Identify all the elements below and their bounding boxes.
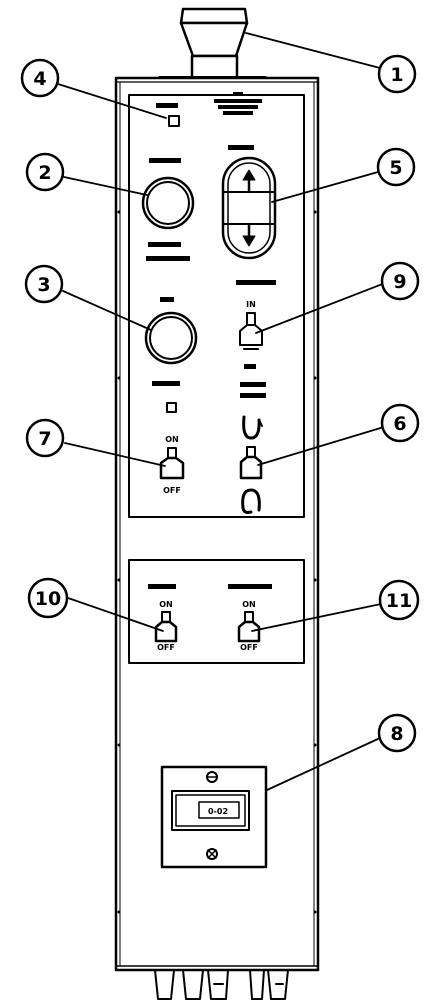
switch-10-off-label: OFF	[157, 643, 175, 652]
callout-6: 6	[380, 403, 420, 443]
counter-readout: 0-02	[208, 807, 228, 816]
callout-1: 1	[377, 54, 417, 94]
indicator-lamp-4	[168, 115, 180, 127]
callout-9: 9	[380, 261, 420, 301]
callout-4: 4	[20, 58, 60, 98]
svg-text:3: 3	[37, 274, 50, 296]
callout-5: 5	[376, 147, 416, 187]
arrow-up-icon	[242, 169, 256, 181]
pendant-housing	[114, 76, 320, 972]
svg-text:6: 6	[393, 413, 406, 435]
toggle-switch-11[interactable]: ON OFF	[237, 600, 261, 652]
mounting-screws	[117, 210, 317, 914]
toggle-switch-7[interactable]: ON OFF	[159, 435, 185, 495]
rotate-cw-icon	[241, 488, 261, 514]
callout-10: 10	[27, 577, 69, 619]
svg-text:10: 10	[35, 588, 61, 610]
switch-9-in-label: IN	[246, 300, 256, 309]
rotate-ccw-icon	[242, 415, 261, 440]
lower-control-panel	[128, 559, 305, 664]
round-button-3[interactable]	[144, 311, 198, 365]
svg-text:4: 4	[33, 68, 46, 90]
callout-leaders	[57, 32, 386, 791]
svg-text:7: 7	[38, 428, 51, 450]
toggle-switch-6[interactable]	[239, 415, 263, 514]
upper-control-panel	[128, 94, 305, 518]
hour-counter-8: 0-02	[160, 765, 268, 869]
indicator-lamp-3	[166, 402, 177, 413]
callout-3: 3	[24, 264, 64, 304]
switch-11-on-label: ON	[242, 600, 256, 609]
switch-10-on-label: ON	[159, 600, 173, 609]
switch-7-on-label: ON	[165, 435, 179, 444]
callout-11: 11	[378, 579, 420, 621]
svg-text:1: 1	[390, 64, 403, 86]
bottom-connectors	[154, 969, 289, 1000]
toggle-switch-10[interactable]: ON OFF	[154, 600, 178, 652]
svg-text:2: 2	[38, 162, 51, 184]
arrow-down-icon	[242, 235, 256, 247]
svg-text:5: 5	[389, 157, 402, 179]
panel-legend-marks	[146, 92, 276, 589]
switch-7-off-label: OFF	[163, 486, 181, 495]
up-down-rocker-5[interactable]	[221, 156, 277, 260]
callout-7: 7	[25, 418, 65, 458]
callout-2: 2	[25, 152, 65, 192]
svg-text:9: 9	[393, 271, 406, 293]
svg-text:8: 8	[390, 723, 403, 745]
switch-11-off-label: OFF	[240, 643, 258, 652]
top-handle	[158, 7, 267, 80]
round-button-2[interactable]	[141, 176, 195, 230]
callout-8: 8	[377, 713, 417, 753]
svg-text:11: 11	[386, 590, 412, 612]
